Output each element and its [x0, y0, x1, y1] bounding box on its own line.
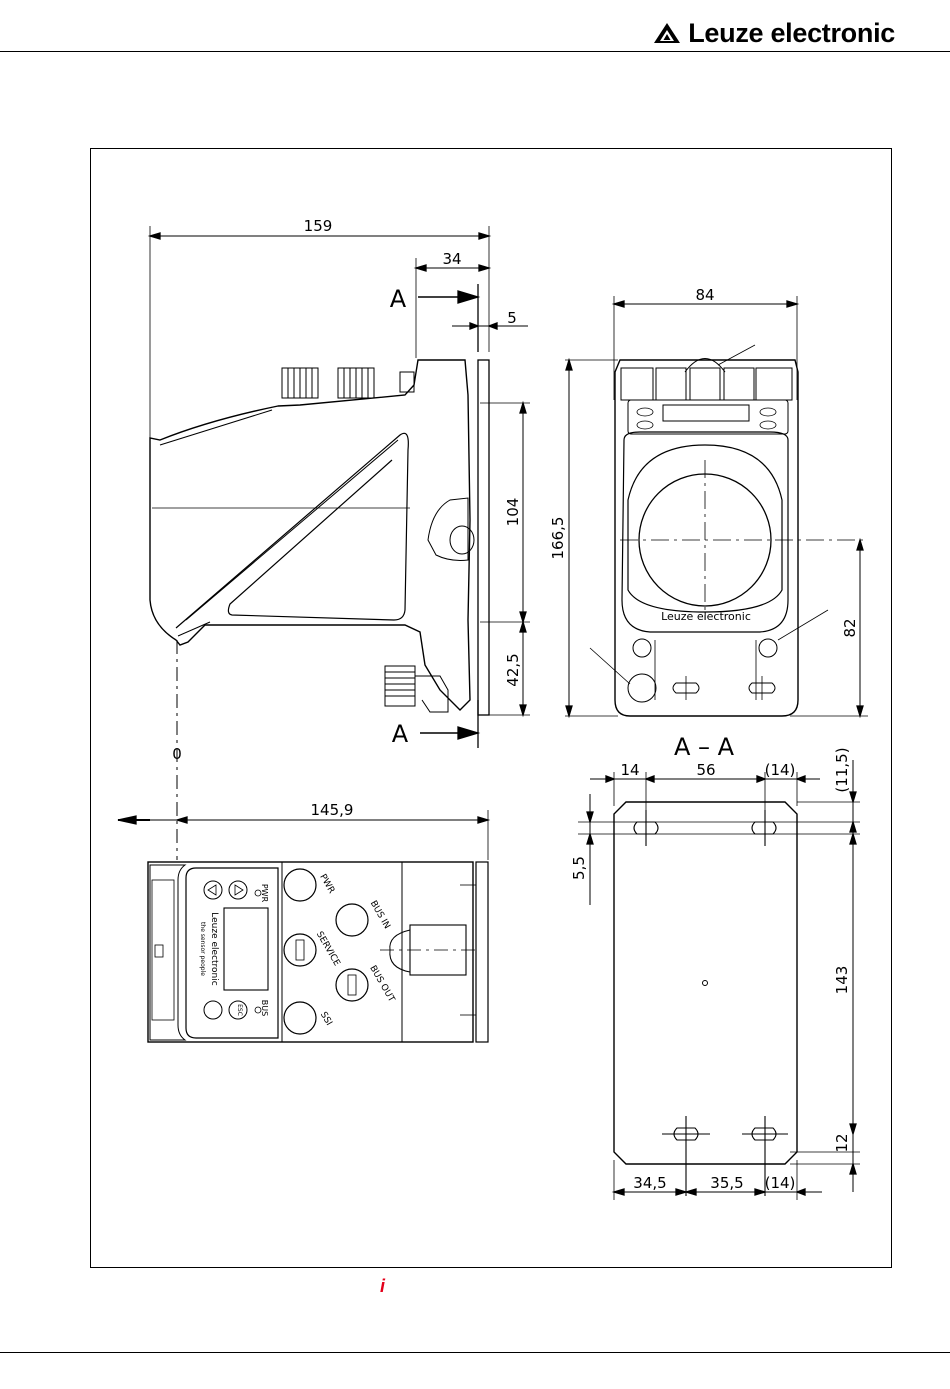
top-label-pwr: PWR	[317, 873, 336, 896]
dim-145-9: 145,9	[311, 801, 354, 819]
top-label-esc: ESC	[236, 1004, 243, 1016]
top-label-bus-led: BUS	[260, 1000, 269, 1016]
dim-166-5: 166,5	[549, 517, 567, 560]
top-label-logo: Leuze electronic	[209, 912, 219, 985]
dim-aa-56: 56	[696, 761, 715, 779]
section-aa-title: A – A	[674, 733, 735, 761]
section-mark-a-top: A	[390, 285, 407, 313]
front-view: 84 Leuze electronic	[549, 286, 868, 716]
dim-aa-12: 12	[833, 1133, 851, 1152]
dim-5: 5	[507, 309, 517, 327]
side-view: 159 34 A 5	[118, 217, 530, 860]
dim-aa-143: 143	[833, 966, 851, 995]
dim-159: 159	[304, 217, 333, 235]
dim-aa-14-bottom: (14)	[765, 1174, 796, 1192]
top-label-service: SERVICE	[314, 930, 342, 968]
front-logo-text: Leuze electronic	[661, 610, 751, 623]
dim-84: 84	[695, 286, 714, 304]
dim-aa-35-5: 35,5	[710, 1174, 743, 1192]
dim-aa-34-5: 34,5	[633, 1174, 666, 1192]
section-mark-a-bottom: A	[392, 720, 409, 748]
info-icon: i	[380, 1276, 385, 1297]
top-label-ssi: SSI	[318, 1010, 334, 1027]
dim-aa-11-5: (11,5)	[833, 747, 851, 792]
dim-aa-14-right: (14)	[765, 761, 796, 779]
top-label-bus-in: BUS IN	[368, 899, 392, 931]
dim-aa-14-left: 14	[620, 761, 639, 779]
dim-34: 34	[442, 250, 461, 268]
dim-42-5: 42,5	[504, 653, 522, 686]
top-label-bus-out: BUS OUT	[367, 964, 396, 1005]
zero-label: 0	[172, 745, 182, 763]
dim-82: 82	[841, 618, 859, 637]
dim-104: 104	[504, 498, 522, 527]
top-label-pwr-led: PWR	[260, 884, 269, 903]
footer-rule	[0, 1352, 950, 1353]
top-label-tagline: the sensor people	[199, 922, 206, 976]
top-view: PWR BUS Leuze electronic the sensor peop…	[148, 862, 488, 1042]
section-aa: A – A 14 56 (14) 5,5	[570, 733, 860, 1200]
dim-aa-5-5: 5,5	[570, 856, 588, 880]
